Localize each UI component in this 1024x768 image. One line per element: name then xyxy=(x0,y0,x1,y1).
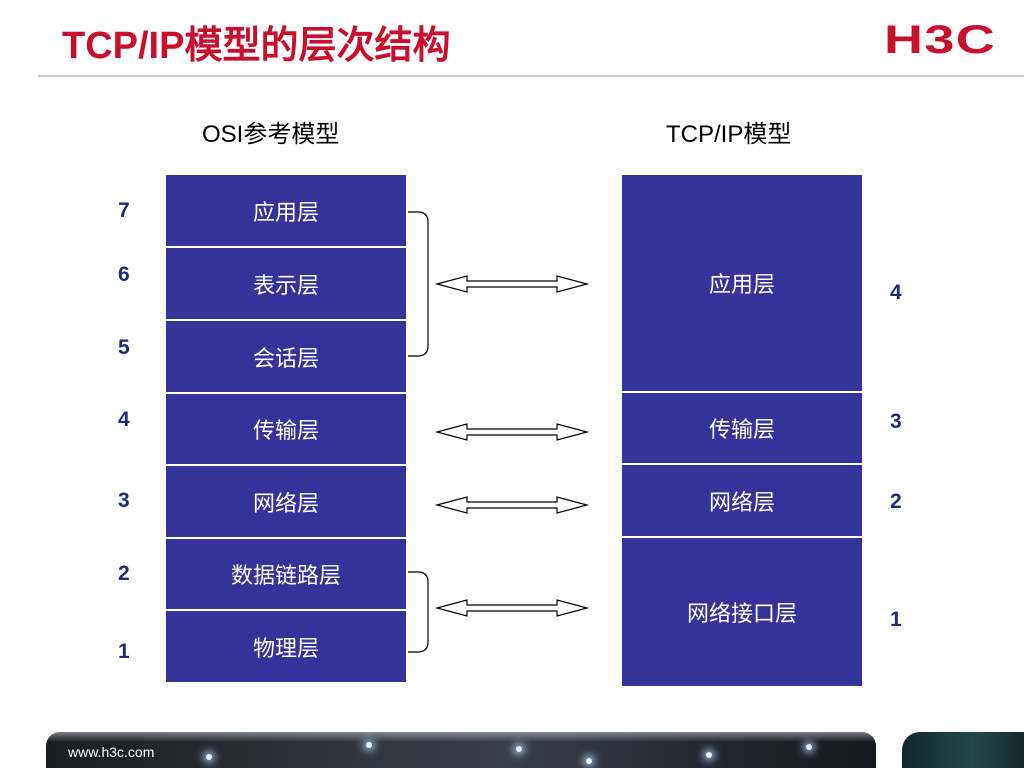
footer-banner: www.h3c.com xyxy=(46,732,876,768)
double-arrow-network xyxy=(434,496,590,514)
osi-number-5: 5 xyxy=(118,336,130,359)
upper-brace xyxy=(408,211,429,357)
osi-layer-application: 应用层 xyxy=(166,175,406,248)
osi-number-2: 2 xyxy=(118,562,130,585)
footer-light xyxy=(706,752,712,758)
tcpip-layer-application: 应用层 xyxy=(622,175,862,393)
tcpip-layer-network-interface: 网络接口层 xyxy=(622,538,862,686)
osi-layer-datalink: 数据链路层 xyxy=(166,539,406,611)
tcpip-stack: 应用层 传输层 网络层 网络接口层 xyxy=(622,175,862,686)
footer-light xyxy=(806,744,812,750)
slide-title: TCP/IP模型的层次结构 xyxy=(62,25,451,67)
footer-light xyxy=(516,746,522,752)
title-divider xyxy=(38,75,1024,77)
tcpip-layer-internet: 网络层 xyxy=(622,465,862,538)
osi-layer-presentation: 表示层 xyxy=(166,248,406,321)
footer-light xyxy=(586,758,592,764)
osi-stack: 应用层 表示层 会话层 传输层 网络层 数据链路层 物理层 xyxy=(166,175,406,682)
tcpip-number-1: 1 xyxy=(890,608,902,631)
footer-url[interactable]: www.h3c.com xyxy=(68,744,155,760)
osi-number-7: 7 xyxy=(118,199,130,222)
tcpip-heading: TCP/IP模型 xyxy=(666,121,792,148)
h3c-logo: H3C xyxy=(884,18,997,62)
tcpip-number-2: 2 xyxy=(890,490,902,513)
osi-number-1: 1 xyxy=(118,640,130,663)
osi-layer-physical: 物理层 xyxy=(166,611,406,682)
osi-number-4: 4 xyxy=(118,408,130,431)
osi-layer-transport: 传输层 xyxy=(166,394,406,466)
osi-heading: OSI参考模型 xyxy=(202,121,340,148)
footer-right-panel xyxy=(902,732,1024,768)
footer-shine xyxy=(46,732,876,742)
footer-light xyxy=(366,742,372,748)
double-arrow-application xyxy=(434,275,590,293)
double-arrow-network-interface xyxy=(434,599,590,617)
osi-number-3: 3 xyxy=(118,489,130,512)
tcpip-layer-transport: 传输层 xyxy=(622,393,862,465)
osi-layer-network: 网络层 xyxy=(166,466,406,539)
tcpip-number-4: 4 xyxy=(890,281,902,304)
lower-brace xyxy=(408,571,429,653)
osi-number-6: 6 xyxy=(118,263,130,286)
footer-light xyxy=(206,754,212,760)
osi-layer-session: 会话层 xyxy=(166,321,406,394)
double-arrow-transport xyxy=(434,423,590,441)
tcpip-number-3: 3 xyxy=(890,410,902,433)
